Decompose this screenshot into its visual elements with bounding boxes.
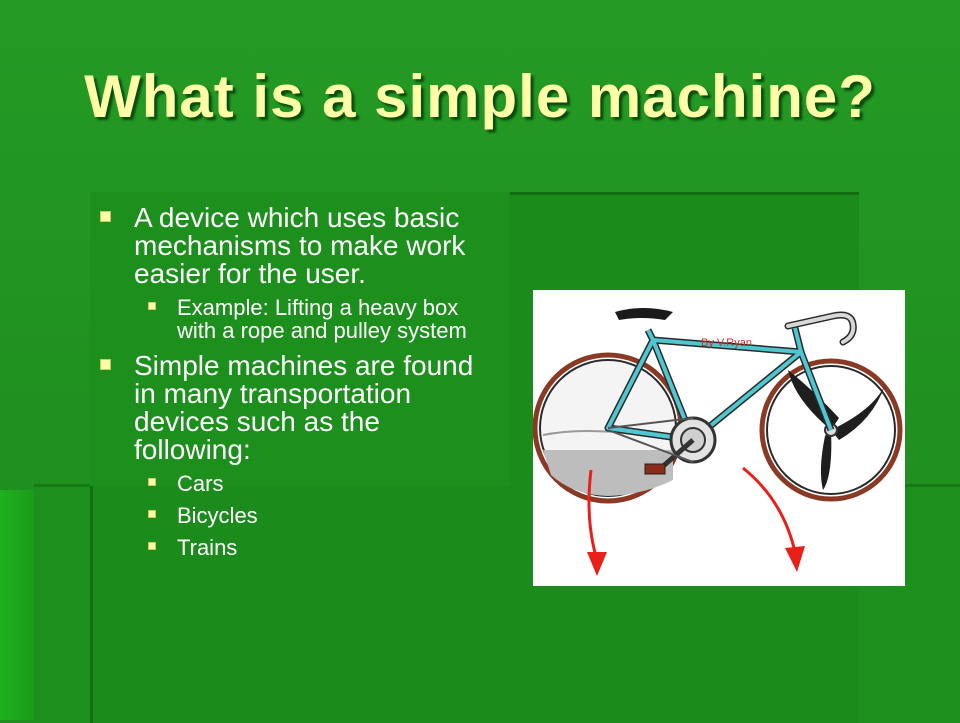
bicycle-illustration: By V.Ryan <box>533 290 905 586</box>
square-bullet-icon <box>148 478 156 486</box>
arrow-head-icon <box>587 552 607 576</box>
illustration-caption: By V.Ryan <box>701 337 752 349</box>
square-bullet-icon <box>148 302 156 310</box>
square-bullet-icon <box>100 211 111 222</box>
saddle <box>615 308 673 320</box>
bullet-list: A device which uses basic mechanisms to … <box>100 204 500 569</box>
square-bullet-icon <box>148 542 156 550</box>
sub-bullet-text: Cars <box>177 471 224 496</box>
background-panel-upper <box>90 192 510 486</box>
bullet-item: A device which uses basic mechanisms to … <box>100 204 500 342</box>
force-arrows <box>587 466 797 561</box>
square-bullet-icon <box>148 510 156 518</box>
square-bullet-icon <box>100 359 111 370</box>
sub-bullet-item: Cars <box>134 472 500 495</box>
sub-bullet-item: Example: Lifting a heavy box with a rope… <box>134 296 500 342</box>
sub-bullet-item: Bicycles <box>134 504 500 527</box>
arrow-head-icon <box>785 546 805 572</box>
background-left-strip <box>0 490 34 720</box>
sub-bullet-text: Example: Lifting a heavy box with a rope… <box>177 295 467 343</box>
sub-bullet-text: Trains <box>177 535 238 560</box>
sub-bullet-text: Bicycles <box>177 503 258 528</box>
sub-bullet-item: Trains <box>134 536 500 559</box>
bullet-text: A device which uses basic mechanisms to … <box>134 202 466 289</box>
slide-title: What is a simple machine? <box>84 63 876 130</box>
bullet-text: Simple machines are found in many transp… <box>134 350 474 465</box>
bullet-item: Simple machines are found in many transp… <box>100 352 500 559</box>
